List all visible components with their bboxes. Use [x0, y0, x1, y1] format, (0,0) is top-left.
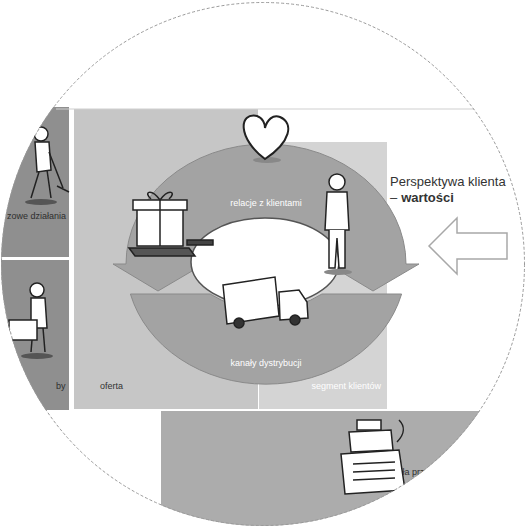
- band-shape: [126, 290, 406, 386]
- perspective-text: wartości: [401, 190, 454, 205]
- block-label: segment klientów: [311, 381, 381, 392]
- dashed-circle: [2, 3, 525, 526]
- relationship-band: relacje z klientami: [109, 140, 423, 294]
- band-shape: [109, 140, 423, 294]
- perspective-arrow: [429, 218, 507, 274]
- block-label: by: [56, 381, 66, 392]
- key-activities-block: zowe działania: [1, 107, 69, 257]
- key-resources-block: by: [1, 260, 69, 410]
- block-label: źródła przychod: [385, 467, 449, 478]
- block-label: zowe działania: [7, 211, 66, 222]
- channel-band: kanały dystrybucji: [126, 290, 406, 386]
- block-label: kanały dystrybucji: [230, 358, 301, 369]
- block-label: oferta: [100, 381, 123, 392]
- block-label: relacje z klientami: [230, 198, 302, 209]
- revenue-block: źródła przychod: [161, 411, 525, 526]
- perspective-note: Perspektywa klienta –wartości: [390, 174, 515, 206]
